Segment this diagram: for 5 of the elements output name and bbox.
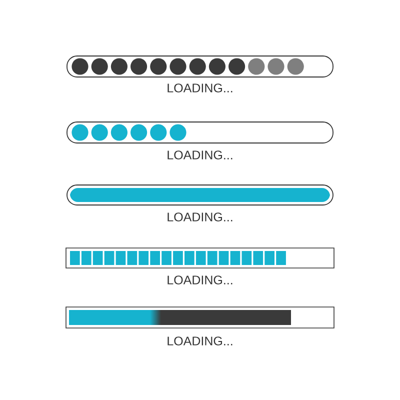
loading-text: LOADING... (168, 276, 232, 284)
loading-text: LOADING... (168, 150, 232, 160)
loading-text: LOADING... (168, 84, 232, 92)
loading-text: LOADING... (168, 212, 232, 222)
loading-text: LOADING... (168, 336, 232, 346)
